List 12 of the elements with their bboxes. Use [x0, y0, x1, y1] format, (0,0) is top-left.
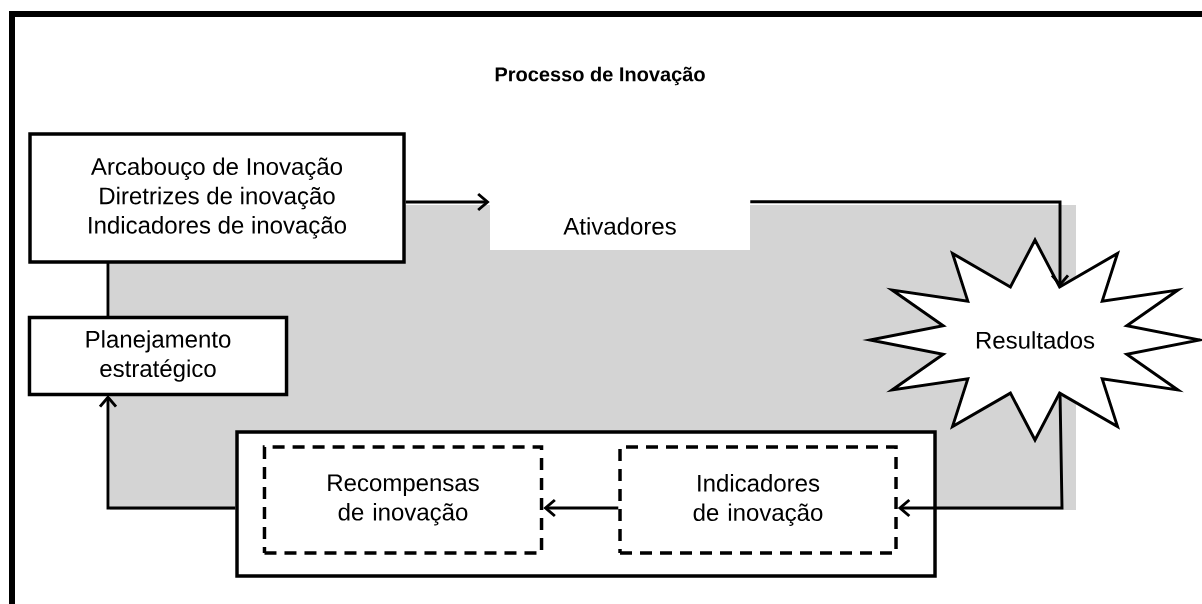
text-label: Ativadores — [490, 202, 750, 250]
title: Processo de Inovação — [495, 66, 705, 86]
dashed-box: Indicadores de inovação — [618, 445, 898, 555]
dashed-box: Recompensas de inovação — [262, 445, 544, 555]
arrow — [98, 395, 236, 510]
process-box: Planejamento estratégico — [27, 315, 289, 397]
node-label: Resultados — [976, 331, 1095, 349]
arrow — [750, 200, 1070, 287]
connector-line — [106, 262, 110, 318]
arrow — [405, 192, 490, 212]
arrow — [543, 498, 619, 518]
process-box: Arcabouço de Inovação Diretrizes de inovação Indicadores de inovação — [28, 132, 406, 264]
